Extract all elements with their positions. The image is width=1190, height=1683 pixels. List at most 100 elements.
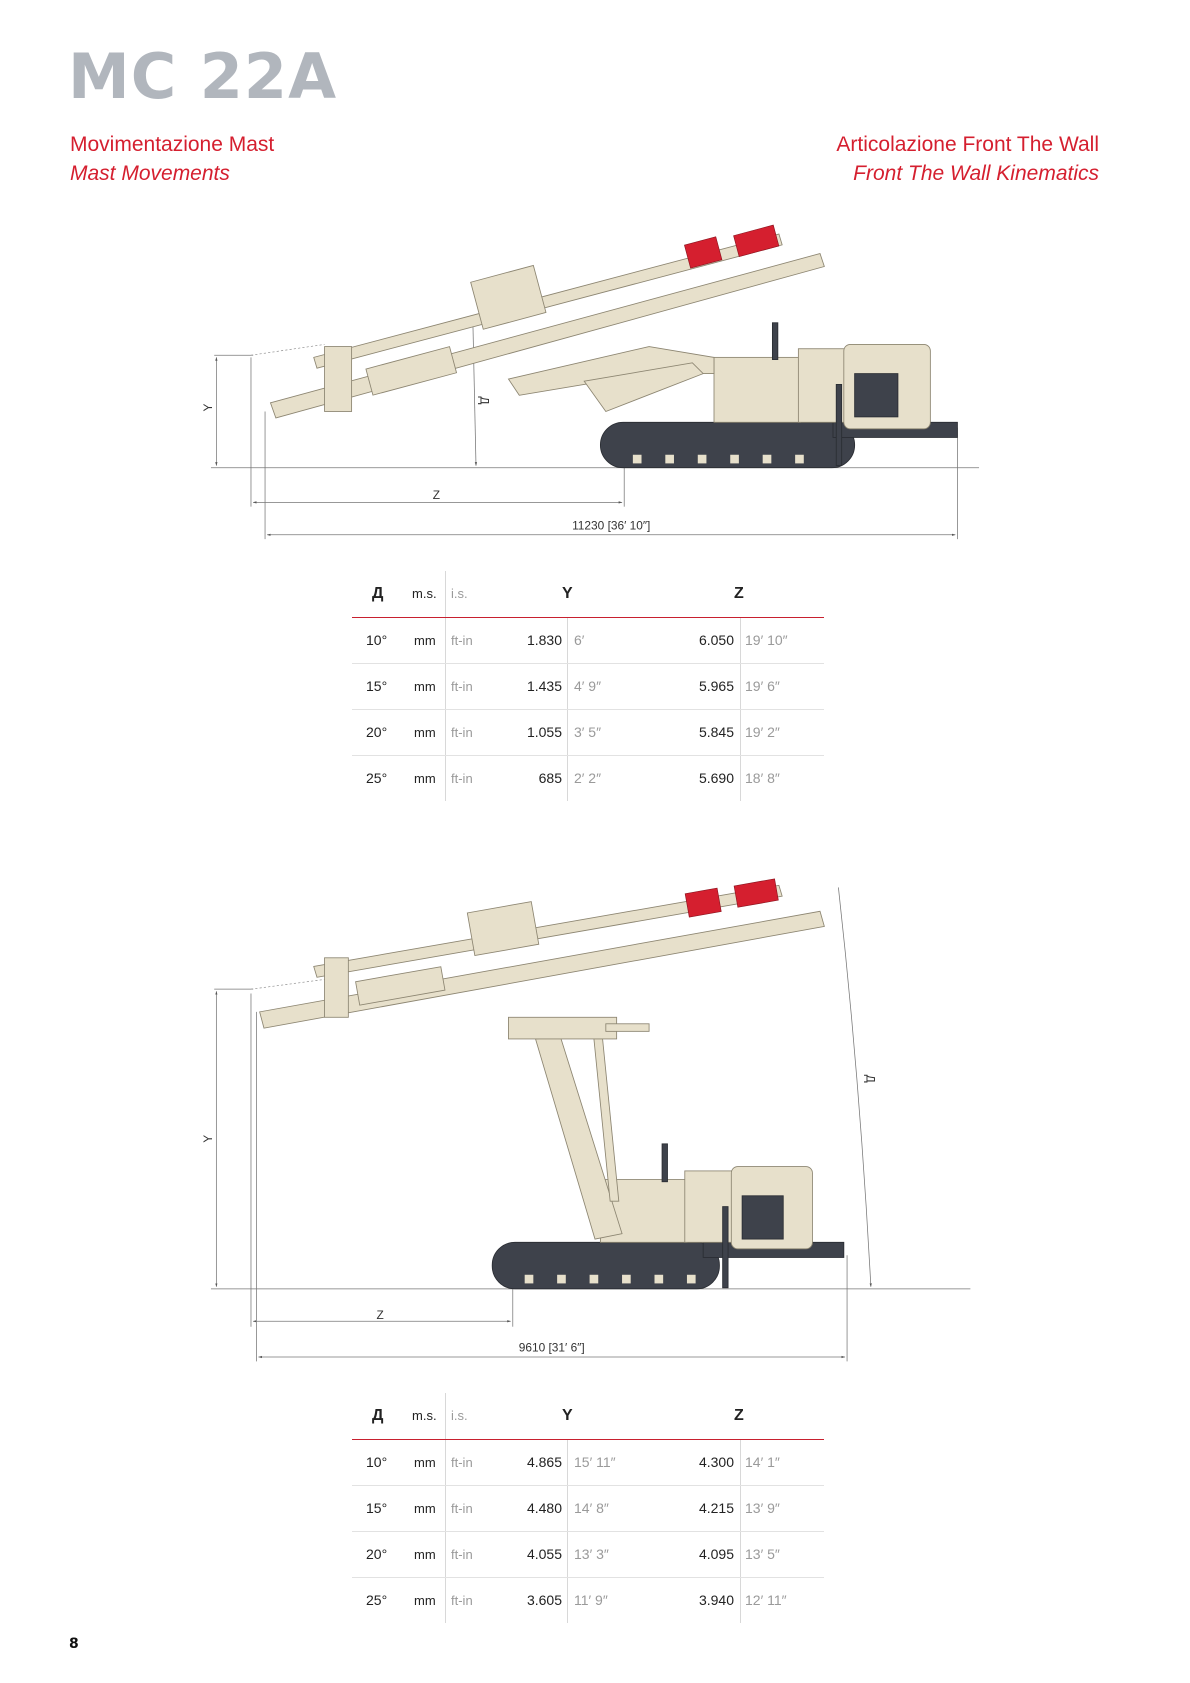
z-mm-cell: 5.690	[698, 770, 734, 786]
unit-is-cell: ft-in	[451, 771, 473, 786]
rod-holder	[313, 884, 783, 978]
z-ftin-cell: 14′ 1″	[745, 1454, 780, 1470]
y-mm-cell: 4.480	[526, 1500, 562, 1516]
y-ftin-cell: 4′ 9″	[574, 678, 602, 694]
z-mm-cell: 4.300	[698, 1454, 734, 1470]
unit-is-cell: ft-in	[451, 1501, 473, 1516]
table-row: 15° mm ft-in 4.480 14′ 8″ 4.215 13′ 9″	[352, 1486, 824, 1532]
unit-ms-cell: mm	[414, 1501, 436, 1516]
unit-is-cell: ft-in	[451, 633, 473, 648]
unit-is-cell: ft-in	[451, 1593, 473, 1608]
z-mm-cell: 5.965	[698, 678, 734, 694]
diagram-mast-movements: Y Z 11230 [36′ 10″] Д	[201, 224, 980, 540]
header-angle: Д	[372, 1407, 384, 1424]
angle-label: Д	[477, 396, 491, 404]
angle-cell: 20°	[366, 724, 388, 740]
unit-ms-cell: mm	[414, 771, 436, 786]
angle-label: Д	[864, 1075, 878, 1083]
rotary-head	[684, 236, 723, 269]
header-y: Y	[562, 1407, 573, 1424]
y-mm-cell: 1.830	[526, 632, 562, 648]
table-header: Д m.s. i.s. Y Z	[352, 571, 824, 618]
angle-cell: 25°	[366, 770, 388, 786]
section-title-mast-movements: Movimentazione Mast Mast Movements	[70, 130, 274, 188]
angle-cell: 20°	[366, 1546, 388, 1562]
table-header: Д m.s. i.s. Y Z	[352, 1393, 824, 1440]
y-label: Y	[201, 1135, 215, 1143]
table-row: 20° mm ft-in 4.055 13′ 3″ 4.095 13′ 5″	[352, 1532, 824, 1578]
z-ftin-cell: 19′ 10″	[745, 632, 788, 648]
angle-cell: 10°	[366, 1454, 388, 1470]
y-ftin-cell: 13′ 3″	[574, 1546, 609, 1562]
angle-cell: 25°	[366, 1592, 388, 1608]
header-ms: m.s.	[412, 586, 437, 601]
z-ftin-cell: 19′ 6″	[745, 678, 780, 694]
z-label: Z	[433, 488, 440, 502]
unit-is-cell: ft-in	[451, 1547, 473, 1562]
z-mm-cell: 6.050	[698, 632, 734, 648]
unit-ms-cell: mm	[414, 633, 436, 648]
title-italian: Movimentazione Mast	[70, 133, 275, 156]
angle-cell: 15°	[366, 678, 388, 694]
header-is: i.s.	[451, 1408, 468, 1423]
unit-ms-cell: mm	[414, 1547, 436, 1562]
y-ftin-cell: 11′ 9″	[574, 1592, 608, 1608]
unit-is-cell: ft-in	[451, 725, 473, 740]
unit-ms-cell: mm	[414, 679, 436, 694]
z-mm-cell: 3.940	[698, 1592, 734, 1608]
z-mm-cell: 5.845	[698, 724, 734, 740]
exhaust-stack	[661, 1143, 668, 1183]
title-italian: Articolazione Front The Wall	[836, 133, 1099, 156]
y-mm-cell: 1.055	[526, 724, 562, 740]
overall-length-label: 9610 [31′ 6″]	[519, 1341, 585, 1355]
table-row: 25° mm ft-in 3.605 11′ 9″ 3.940 12′ 11″	[352, 1578, 824, 1623]
unit-ms-cell: mm	[414, 725, 436, 740]
engine-grille	[741, 1195, 784, 1240]
z-label: Z	[376, 1308, 383, 1322]
unit-ms-cell: mm	[414, 1455, 436, 1470]
header-y: Y	[562, 585, 573, 602]
angle-cell: 10°	[366, 632, 388, 648]
table-row: 20° mm ft-in 1.055 3′ 5″ 5.845 19′ 2″	[352, 710, 824, 756]
table-row: 15° mm ft-in 1.435 4′ 9″ 5.965 19′ 6″	[352, 664, 824, 710]
z-ftin-cell: 19′ 2″	[745, 724, 780, 740]
y-ftin-cell: 15′ 11″	[574, 1454, 616, 1470]
header-angle: Д	[372, 585, 384, 602]
y-mm-cell: 4.055	[526, 1546, 562, 1562]
front-the-wall-table: Д m.s. i.s. Y Z 10° mm ft-in 4.865 15′ 11″ 4.…	[352, 1393, 824, 1623]
rotary-head	[684, 887, 722, 918]
unit-is-cell: ft-in	[451, 1455, 473, 1470]
mast	[259, 910, 825, 1029]
z-ftin-cell: 13′ 9″	[745, 1500, 780, 1516]
y-ftin-cell: 14′ 8″	[574, 1500, 609, 1516]
z-mm-cell: 4.215	[698, 1500, 734, 1516]
model-title: MC 22A	[68, 40, 338, 113]
unit-is-cell: ft-in	[451, 679, 473, 694]
y-mm-cell: 685	[538, 770, 562, 786]
header-is: i.s.	[451, 586, 468, 601]
z-mm-cell: 4.095	[698, 1546, 734, 1562]
title-english: Front The Wall Kinematics	[853, 162, 1099, 185]
y-ftin-cell: 3′ 5″	[574, 724, 602, 740]
z-ftin-cell: 13′ 5″	[745, 1546, 780, 1562]
header-z: Z	[734, 585, 744, 602]
angle-cell: 15°	[366, 1500, 388, 1516]
exhaust-stack	[771, 322, 779, 360]
engine-grille	[854, 373, 899, 418]
title-english: Mast Movements	[70, 162, 230, 185]
overall-length-label: 11230 [36′ 10″]	[572, 518, 650, 532]
y-mm-cell: 3.605	[526, 1592, 562, 1608]
y-label: Y	[201, 403, 215, 411]
unit-ms-cell: mm	[414, 1593, 436, 1608]
y-ftin-cell: 2′ 2″	[574, 770, 602, 786]
y-mm-cell: 1.435	[526, 678, 562, 694]
header-z: Z	[734, 1407, 744, 1424]
z-ftin-cell: 12′ 11″	[745, 1592, 787, 1608]
page-number: 8	[69, 1636, 79, 1652]
rod-holder	[313, 233, 783, 369]
y-mm-cell: 4.865	[526, 1454, 562, 1470]
